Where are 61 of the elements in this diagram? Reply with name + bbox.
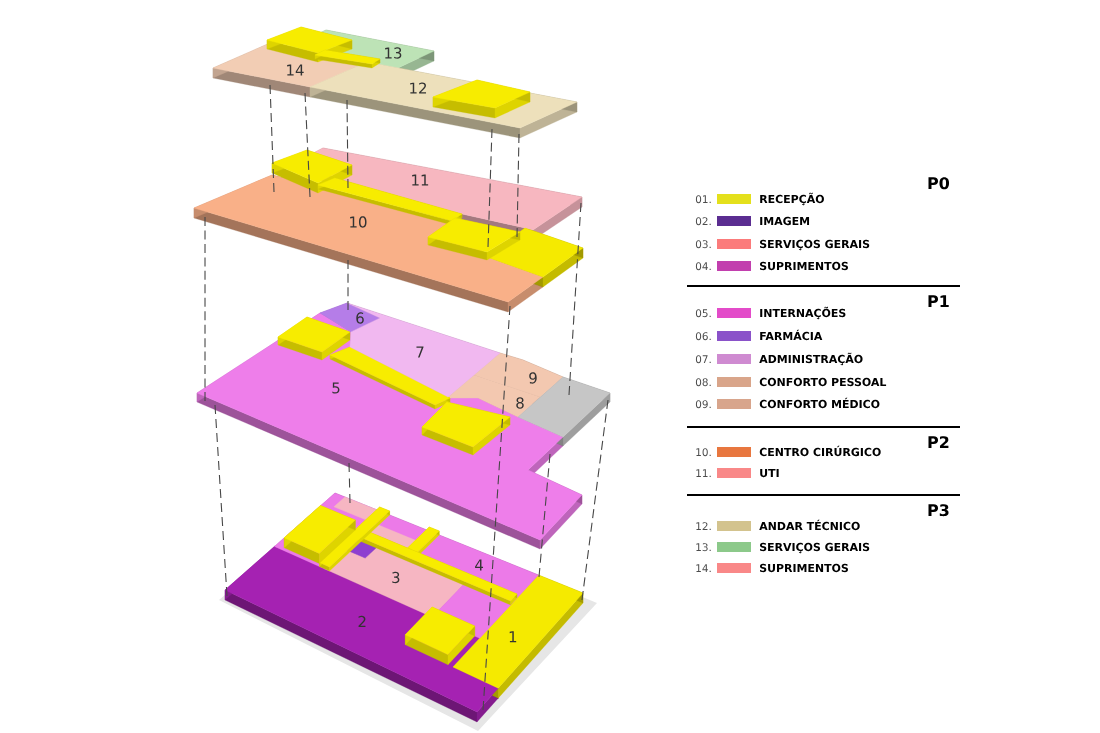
section-heading: P0 [928,177,950,190]
zone-number: 9 [529,372,537,384]
projection-line [487,128,493,248]
projection-line [482,305,511,711]
zone-number: 12 [410,82,426,94]
projection-line [214,404,228,597]
projection-line [581,399,609,601]
section-heading: P2 [928,436,949,448]
row-number: 05. [695,309,711,318]
projection-line [348,462,351,504]
section-heading: P3 [928,504,949,517]
projection-line [204,216,206,402]
row-number: 07. [695,355,711,364]
zone-number: 2 [358,615,366,627]
zone-number: 13 [385,47,402,59]
row-number: 08. [695,378,711,387]
row-number: 10. [696,448,711,457]
row-number: 14. [696,564,711,572]
legend-label: UTI [760,469,779,478]
legend-label: SERVIÇOS GERAIS [760,542,870,554]
projection-line [347,259,349,311]
legend-label: INTERNAÇÕES [760,306,846,320]
projection-line [269,84,275,193]
legend-label: FARMÁCIA [760,329,823,341]
zone-number: 10 [350,216,367,228]
legend-label: SERVIÇOS GERAIS [760,239,870,251]
row-number: 06. [695,332,711,341]
zone-number: 1 [509,631,517,643]
legend-label: SUPRIMENTOS [760,563,848,573]
legend-label: CONFORTO MÉDICO [759,397,880,409]
row-number: 01. [695,195,711,204]
row-number: 09. [695,400,711,409]
row-number: 12. [696,522,711,530]
legend-label: ANDAR TÉCNICO [759,519,860,531]
floor-slab [193,147,584,313]
legend-label: RECEPÇÃO [760,192,824,206]
legend-label: CONFORTO PESSOAL [759,377,887,387]
zone-number: 4 [475,559,483,571]
row-number: 04. [695,262,711,271]
legend-label: IMAGEM [760,216,810,226]
legend-label: ADMINISTRAÇÃO [759,352,863,366]
row-number: 13. [696,543,711,552]
zone-number: 14 [287,64,304,76]
zone-number: 3 [392,571,400,584]
floor-slab [219,492,597,731]
row-number: 02. [695,217,711,226]
legend-label: SUPRIMENTOS [760,261,848,271]
floor-zone: 6 [319,302,381,333]
projection-line [346,99,349,189]
projection-line [538,453,551,578]
row-number: 03. [695,240,711,249]
projection-line [304,92,311,198]
zone-number: 5 [332,382,340,394]
row-number: 11. [696,469,711,477]
section-heading: P1 [928,295,949,307]
zone-number: 11 [412,174,429,186]
legend-label: CENTRO CIRÚRGICO [759,445,881,457]
floor-slab [212,26,578,139]
projection-line [568,202,582,396]
zone-number: 8 [516,397,524,409]
projection-line [516,133,520,238]
